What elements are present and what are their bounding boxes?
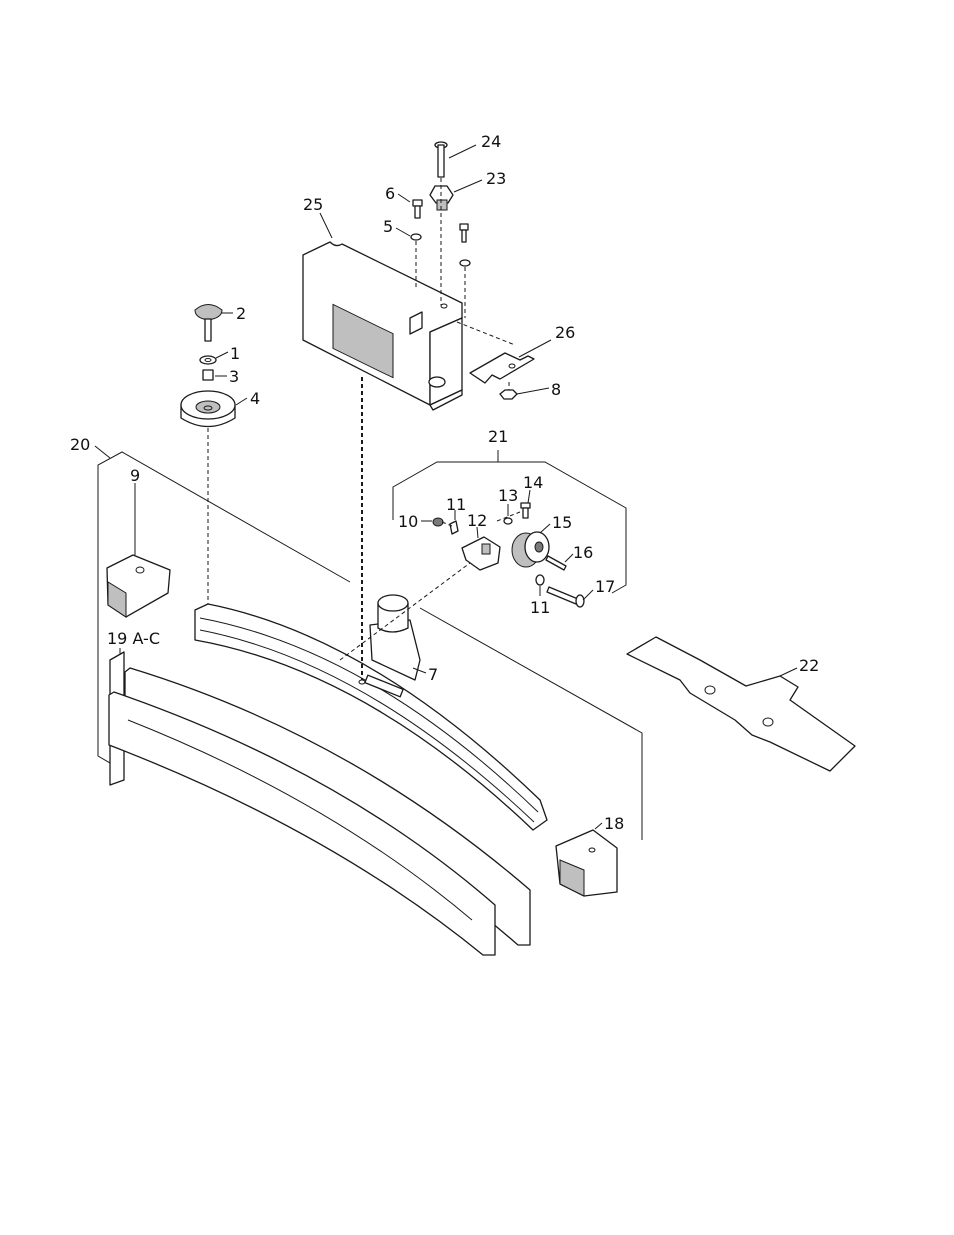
screw-14 (520, 502, 531, 519)
rail (194, 603, 548, 831)
callout-5: 5 (383, 217, 393, 236)
bracket-25 (302, 241, 463, 411)
knob-2 (194, 304, 223, 342)
callout-20: 20 (70, 435, 90, 454)
callout-3: 3 (229, 367, 239, 386)
callout-19: 19 A-C (107, 629, 160, 648)
alignment-lines (207, 178, 521, 680)
bolt-17 (546, 586, 585, 608)
screw-right (459, 223, 471, 267)
callout-6: 6 (385, 184, 395, 203)
mount-7 (369, 594, 421, 681)
leader-lines (94, 144, 798, 830)
callout-21: 21 (488, 427, 508, 446)
assembly-bracket-21 (392, 461, 627, 594)
callout-11a: 11 (446, 495, 466, 514)
washer-13 (503, 517, 513, 525)
callout-4: 4 (250, 389, 260, 408)
callout-17: 17 (595, 577, 615, 596)
callout-12: 12 (467, 511, 487, 530)
callout-10: 10 (398, 512, 418, 531)
callout-13: 13 (498, 486, 518, 505)
callout-11b: 11 (530, 598, 550, 617)
shaft-16 (545, 555, 567, 571)
callout-25: 25 (303, 195, 323, 214)
end-cap-18 (555, 829, 618, 897)
callout-16: 16 (573, 543, 593, 562)
washer-5 (410, 233, 422, 241)
washer-11b (535, 574, 545, 586)
callout-23: 23 (486, 169, 506, 188)
roller-15 (511, 531, 550, 568)
callout-labels: 24 23 6 5 25 2 1 3 4 26 8 20 21 10 11 12… (70, 132, 819, 833)
wheel-4 (180, 390, 236, 428)
bracket-12 (461, 536, 501, 571)
callout-22: 22 (799, 656, 819, 675)
fence-outline-20 (97, 451, 643, 840)
callout-7: 7 (428, 665, 438, 684)
screw-6 (412, 199, 423, 219)
callout-2: 2 (236, 304, 246, 323)
callout-15: 15 (552, 513, 572, 532)
callout-14: 14 (523, 473, 543, 492)
gasket-22 (626, 636, 856, 772)
callout-24: 24 (481, 132, 501, 151)
end-cap-9 (106, 554, 171, 618)
callout-9: 9 (130, 466, 140, 485)
scales-19 (108, 651, 531, 956)
washer-11a (449, 520, 459, 535)
pin-24 (434, 141, 448, 178)
plate-26 (469, 352, 535, 384)
callout-8: 8 (551, 380, 561, 399)
nut-10 (432, 517, 444, 527)
callout-1: 1 (230, 344, 240, 363)
nut-8 (499, 389, 518, 400)
washer-1 (199, 355, 217, 365)
spacer-3 (202, 369, 214, 381)
callout-18: 18 (604, 814, 624, 833)
callout-26: 26 (555, 323, 575, 342)
